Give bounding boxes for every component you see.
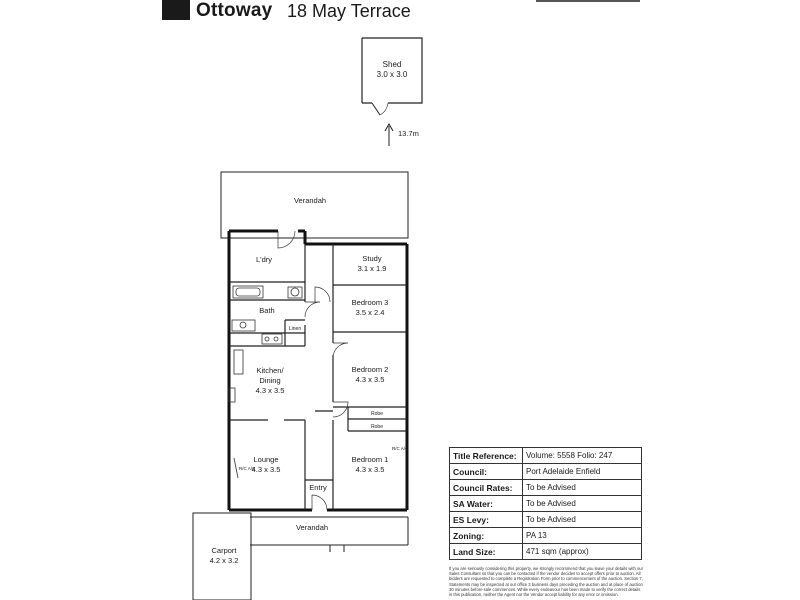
laundry-label: L'dry (256, 255, 272, 264)
bedroom3-label: Bedroom 3 (352, 298, 389, 307)
shed-size: 3.0 x 3.0 (377, 70, 408, 79)
carport (192, 512, 252, 600)
street-address: 18 May Terrace (287, 1, 411, 21)
door-swings (277, 230, 349, 511)
bedroom1-label: Bedroom 1 (352, 455, 389, 464)
info-row: SA Water:To be Advised (449, 495, 642, 512)
info-key: Council: (449, 463, 523, 480)
info-key: Council Rates: (449, 479, 523, 496)
info-row: Land Size:471 sqm (approx) (449, 543, 642, 560)
suburb-title: Ottoway (196, 0, 273, 21)
robe2-label: Robe (371, 424, 383, 430)
lounge-label: Lounge (253, 455, 278, 464)
info-key: Land Size: (449, 543, 523, 560)
entry-label: Entry (309, 483, 327, 492)
info-key: SA Water: (449, 495, 523, 512)
linen-label: Linen (289, 326, 301, 332)
carport-size: 4.2 x 3.2 (210, 556, 239, 565)
distance-label: 13.7m (398, 129, 419, 138)
ac-label-bedroom: R/C A/C (392, 446, 409, 451)
bedroom2-size: 4.3 x 3.5 (356, 375, 385, 384)
kitchen-label-1: Kitchen/ (256, 366, 284, 375)
info-key: ES Levy: (449, 511, 523, 528)
info-key: Title Reference: (449, 447, 523, 464)
study-size: 3.1 x 1.9 (358, 264, 387, 273)
info-value: Volume: 5558 Folio: 247 (522, 447, 642, 464)
verandah-rear-label: Verandah (294, 196, 326, 205)
kitchen-label-2: Dining (259, 376, 280, 385)
agency-logo-block (162, 0, 190, 20)
info-value: Port Adelaide Enfield (522, 463, 642, 480)
info-row: Council Rates:To be Advised (449, 479, 642, 496)
disclaimer-text: If you are seriously considering this pr… (449, 566, 644, 598)
header-rule (536, 0, 640, 2)
carport-label: Carport (211, 546, 237, 555)
shed-label: Shed (383, 60, 402, 69)
info-row: ES Levy:To be Advised (449, 511, 642, 528)
kitchen-size: 4.3 x 3.5 (256, 386, 285, 395)
lounge-size: 4.3 x 3.5 (252, 465, 281, 474)
distance-arrow (384, 122, 394, 146)
verandah-front (250, 516, 409, 552)
info-row: Title Reference:Volume: 5558 Folio: 247 (449, 447, 642, 464)
ac-label-lounge: R/C A/C (239, 466, 256, 471)
fixtures (228, 285, 303, 479)
info-value: 471 sqm (approx) (522, 543, 642, 560)
info-value: To be Advised (522, 479, 642, 496)
shed (361, 37, 423, 116)
info-row: Council:Port Adelaide Enfield (449, 463, 642, 480)
bedroom3-size: 3.5 x 2.4 (356, 308, 385, 317)
info-key: Zoning: (449, 527, 523, 544)
study-label: Study (362, 254, 381, 263)
info-row: Zoning:PA 13 (449, 527, 642, 544)
info-value: PA 13 (522, 527, 642, 544)
bath-label: Bath (259, 306, 274, 315)
robe1-label: Robe (371, 411, 383, 417)
bedroom2-label: Bedroom 2 (352, 365, 389, 374)
verandah-front-label: Verandah (296, 523, 328, 532)
info-value: To be Advised (522, 511, 642, 528)
verandah-rear (220, 171, 409, 239)
bedroom1-size: 4.3 x 3.5 (356, 465, 385, 474)
info-value: To be Advised (522, 495, 642, 512)
interior-walls (229, 244, 407, 510)
house-walls (227, 229, 409, 512)
